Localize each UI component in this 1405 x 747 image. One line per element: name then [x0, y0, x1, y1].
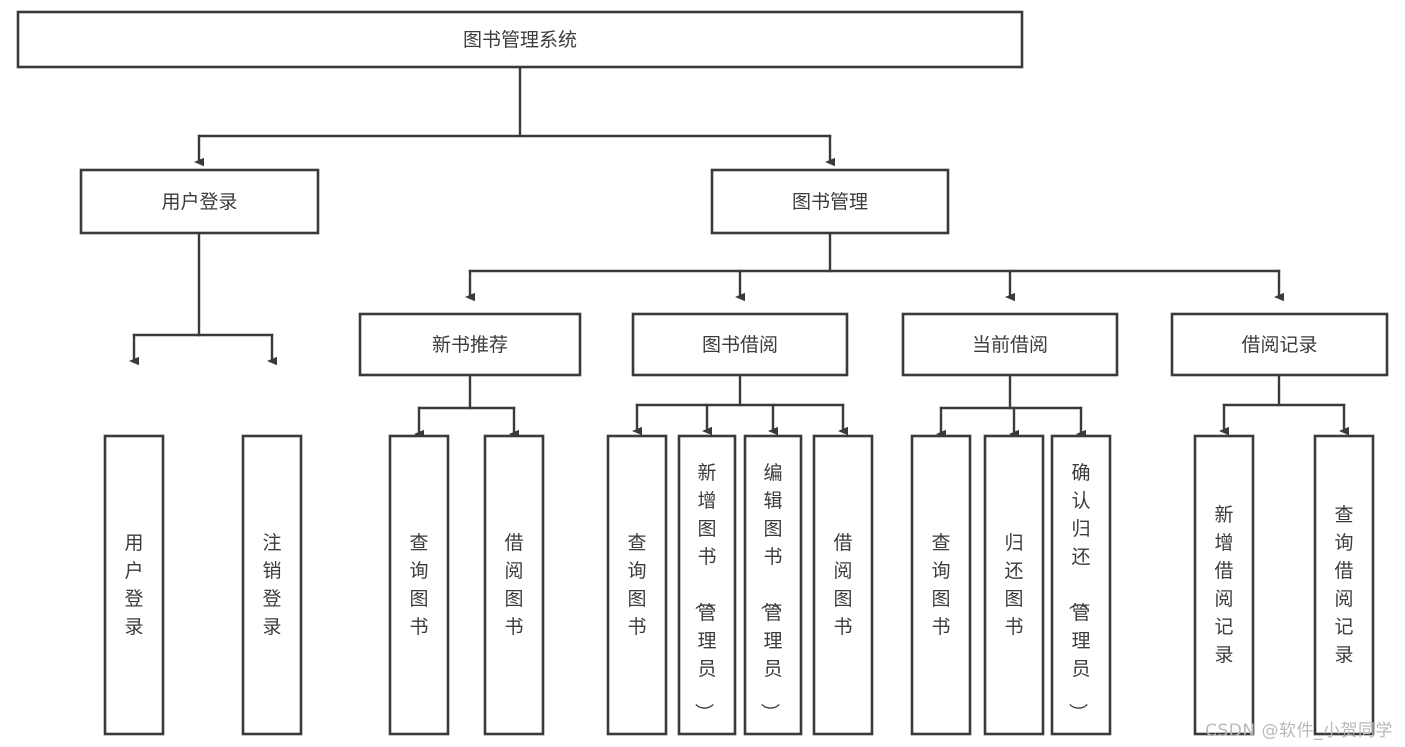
leaf-node-label: 查询图书: [627, 532, 646, 638]
leaf-node-新增借阅记录[interactable]: 新增借阅记录: [1193, 434, 1255, 736]
level3-node-当前借阅-label: 当前借阅: [972, 334, 1048, 356]
leaf-node-label: 新增图书（管理员）: [692, 462, 716, 722]
connector-root-to-level2: [194, 65, 835, 167]
leaf-node-注销登录[interactable]: 注销登录: [241, 434, 303, 736]
level2-node-用户登录-label: 用户登录: [161, 191, 237, 213]
leaf-node-label: 借阅图书: [504, 532, 523, 638]
leaf-node-查询图书[interactable]: 查询图书: [388, 434, 450, 736]
leaf-node-label: 查询图书: [409, 532, 428, 638]
boxes-layer: 图书管理系统用户登录图书管理新书推荐图书借阅当前借阅借阅记录用户登录注销登录查询…: [16, 10, 1389, 736]
leaf-node-借阅图书[interactable]: 借阅图书: [483, 434, 545, 736]
level3-node-图书借阅[interactable]: 图书借阅: [631, 312, 849, 377]
level3-node-借阅记录[interactable]: 借阅记录: [1170, 312, 1389, 377]
root-node-图书管理系统-label: 图书管理系统: [463, 29, 577, 51]
root-node-图书管理系统[interactable]: 图书管理系统: [16, 10, 1024, 69]
leaf-node-label: 查询图书: [931, 532, 950, 638]
connectors-layer: [129, 65, 1349, 439]
leaf-node-查询图书[interactable]: 查询图书: [910, 434, 972, 736]
leaf-node-新增图书（管理员）[interactable]: 新增图书（管理员）: [677, 434, 737, 736]
leaf-node-label: 编辑图书（管理员）: [758, 462, 782, 722]
connector-records-to-leaves: [1219, 373, 1349, 436]
leaf-node-确认归还（管理员）[interactable]: 确认归还（管理员）: [1050, 434, 1112, 736]
connector-borrow-to-leaves: [632, 373, 848, 436]
level3-node-新书推荐-label: 新书推荐: [432, 334, 508, 356]
leaf-node-查询图书[interactable]: 查询图书: [606, 434, 668, 736]
connector-current-borrow-to-leaves: [936, 373, 1086, 439]
leaf-node-查询借阅记录[interactable]: 查询借阅记录: [1313, 434, 1375, 736]
connector-new-book-to-leaves: [414, 373, 519, 439]
leaf-node-归还图书[interactable]: 归还图书: [983, 434, 1045, 736]
leaf-node-label: 借阅图书: [833, 532, 852, 638]
leaf-node-label: 查询借阅记录: [1334, 504, 1353, 666]
level2-node-图书管理[interactable]: 图书管理: [710, 168, 950, 235]
leaf-node-借阅图书[interactable]: 借阅图书: [812, 434, 874, 736]
connector-user-login-to-leaves: [129, 231, 277, 366]
csdn-watermark: CSDN @软件_小贺同学: [1205, 721, 1393, 741]
level3-node-新书推荐[interactable]: 新书推荐: [358, 312, 582, 377]
level3-node-借阅记录-label: 借阅记录: [1241, 334, 1317, 356]
leaf-node-label: 归还图书: [1004, 532, 1023, 638]
leaf-node-编辑图书（管理员）[interactable]: 编辑图书（管理员）: [743, 434, 803, 736]
level3-node-图书借阅-label: 图书借阅: [702, 334, 778, 356]
level3-node-当前借阅[interactable]: 当前借阅: [901, 312, 1119, 377]
leaf-node-label: 确认归还（管理员）: [1066, 462, 1090, 722]
leaf-node-label: 新增借阅记录: [1214, 504, 1233, 666]
leaf-node-label: 用户登录: [124, 532, 143, 638]
level2-node-图书管理-label: 图书管理: [792, 191, 868, 213]
leaf-node-用户登录[interactable]: 用户登录: [103, 434, 165, 736]
connector-book-mgmt-to-level3: [465, 231, 1284, 302]
level2-node-用户登录[interactable]: 用户登录: [79, 168, 320, 235]
leaf-node-label: 注销登录: [262, 532, 281, 638]
